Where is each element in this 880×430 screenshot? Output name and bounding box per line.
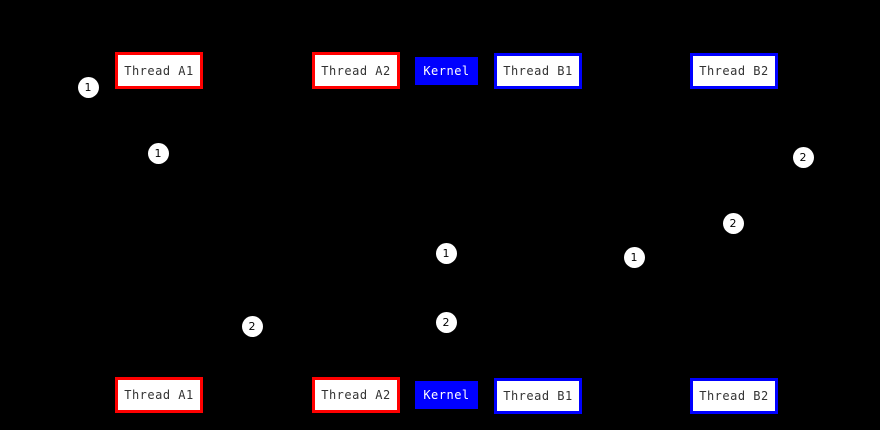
sequence-marker-1-1: 1 [147,142,169,164]
node-label: Kernel [423,64,470,78]
lifeline-2 [446,85,447,381]
bottom-node-thread-a1[interactable]: Thread A1 [115,377,203,413]
message-edge-0 [158,132,446,254]
node-label: Thread A1 [124,388,194,402]
sequence-marker-2-7: 2 [435,311,457,333]
node-label: Thread B1 [503,389,573,403]
node-label: Thread B2 [699,64,769,78]
node-label: Thread A1 [124,63,194,78]
message-edge-2 [251,271,446,326]
bottom-node-thread-b1[interactable]: Thread B1 [494,378,582,414]
sequence-marker-2-2: 2 [792,146,814,168]
node-label: Thread B2 [699,389,769,403]
lifeline-1 [356,89,357,377]
message-edge-1 [537,139,734,243]
top-node-thread-a1[interactable]: Thread A1 [115,52,203,89]
sequence-marker-1-0: 1 [77,76,99,98]
lifeline-3 [538,89,539,378]
message-edge-3 [445,275,538,322]
bottom-node-thread-b2[interactable]: Thread B2 [690,378,778,414]
lifeline-4 [734,89,735,378]
node-label: Kernel [423,388,470,402]
bottom-node-thread-a2[interactable]: Thread A2 [312,377,400,413]
lifeline-0 [159,89,160,377]
top-node-thread-b1[interactable]: Thread B1 [494,53,582,89]
top-node-thread-a2[interactable]: Thread A2 [312,52,400,89]
bottom-node-kernel[interactable]: Kernel [415,381,478,409]
sequence-marker-1-4: 1 [435,242,457,264]
top-node-kernel[interactable]: Kernel [415,57,478,85]
node-label: Thread B1 [503,64,573,78]
sequence-marker-1-5: 1 [623,246,645,268]
node-label: Thread A2 [321,388,391,402]
top-node-thread-b2[interactable]: Thread B2 [690,53,778,89]
sequence-marker-2-6: 2 [241,315,263,337]
sequence-marker-2-3: 2 [722,212,744,234]
node-label: Thread A2 [321,63,391,78]
